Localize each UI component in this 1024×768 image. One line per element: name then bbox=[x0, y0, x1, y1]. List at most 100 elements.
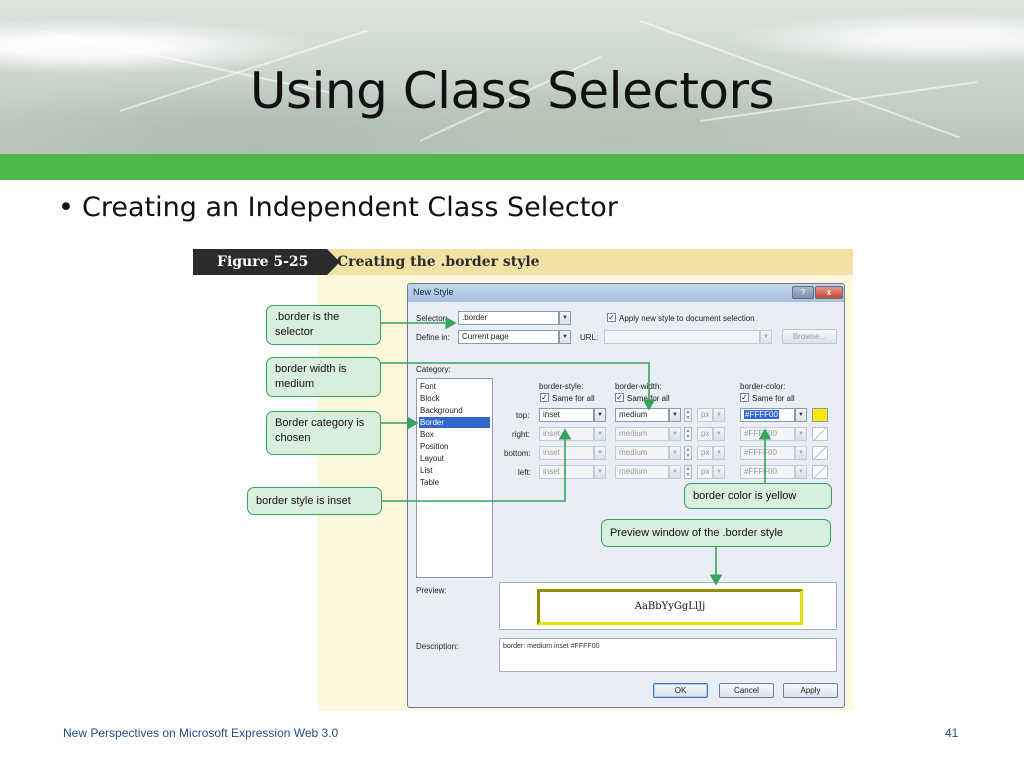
dialog-titlebar[interactable]: New Style ? x bbox=[408, 284, 844, 302]
selector-label: Selector: bbox=[416, 314, 448, 323]
category-item-layout[interactable]: Layout bbox=[420, 454, 445, 463]
callout-arrows bbox=[381, 316, 772, 586]
border-color-left-swatch[interactable] bbox=[812, 465, 828, 479]
preview-pane: AaBbYyGgLlJj bbox=[499, 582, 837, 630]
border-color-top-dropdown[interactable]: ▼ bbox=[795, 408, 807, 422]
category-item-block[interactable]: Block bbox=[420, 394, 440, 403]
category-label: Category: bbox=[416, 365, 451, 374]
callout-preview: Preview window of the .border style bbox=[601, 519, 831, 547]
border-width-top-unit-dropdown[interactable]: ▼ bbox=[713, 408, 725, 422]
border-width-right-dropdown[interactable]: ▼ bbox=[669, 427, 681, 441]
border-width-top-spinner[interactable]: ▲▼ bbox=[684, 408, 692, 422]
url-label: URL: bbox=[580, 333, 599, 342]
url-input[interactable] bbox=[604, 330, 760, 344]
url-dropdown-button[interactable]: ▼ bbox=[760, 330, 772, 344]
category-item-position[interactable]: Position bbox=[420, 442, 449, 451]
border-color-bottom-dropdown[interactable]: ▼ bbox=[795, 446, 807, 460]
side-label-left: left: bbox=[518, 468, 531, 477]
help-button[interactable]: ? bbox=[792, 286, 814, 299]
border-width-bottom-spinner[interactable]: ▲▼ bbox=[684, 446, 692, 460]
ok-button[interactable]: OK bbox=[653, 683, 708, 698]
border-width-top-input[interactable]: medium bbox=[615, 408, 669, 422]
arrow-border-style bbox=[382, 428, 572, 502]
border-width-top-unit[interactable]: px bbox=[697, 408, 713, 422]
preview-sample: AaBbYyGgLlJj bbox=[537, 589, 803, 625]
close-button[interactable]: x bbox=[815, 286, 843, 299]
color-same-for-all-label: Same for all bbox=[752, 394, 795, 403]
border-width-header: border-width: bbox=[615, 382, 662, 391]
side-label-bottom: bottom: bbox=[504, 449, 531, 458]
border-width-left-unit[interactable]: px bbox=[697, 465, 713, 479]
preview-label: Preview: bbox=[416, 586, 447, 595]
category-list[interactable]: Font Block Background Border Box Positio… bbox=[416, 378, 493, 578]
border-style-header: border-style: bbox=[539, 382, 584, 391]
apply-button[interactable]: Apply bbox=[783, 683, 838, 698]
border-color-top-value: #FFFF00 bbox=[744, 410, 779, 419]
callout-border-color: border color is yellow bbox=[684, 483, 832, 509]
new-style-dialog: New Style ? x Selector: .border ▼ ✓ Appl… bbox=[407, 283, 845, 708]
border-color-right-dropdown[interactable]: ▼ bbox=[795, 427, 807, 441]
style-same-for-all-label: Same for all bbox=[552, 394, 595, 403]
border-color-top-input[interactable]: #FFFF00 bbox=[740, 408, 795, 422]
border-width-left-dropdown[interactable]: ▼ bbox=[669, 465, 681, 479]
border-width-bottom-dropdown[interactable]: ▼ bbox=[669, 446, 681, 460]
style-same-for-all-checkbox[interactable]: ✓ bbox=[540, 393, 549, 402]
border-color-left-input[interactable]: #FFFF00 bbox=[740, 465, 795, 479]
border-width-right-input[interactable]: medium bbox=[615, 427, 669, 441]
apply-to-selection-checkbox[interactable]: ✓ bbox=[607, 313, 616, 322]
define-in-select[interactable]: Current page bbox=[458, 330, 559, 344]
border-width-left-unit-dropdown[interactable]: ▼ bbox=[713, 465, 725, 479]
figure-panel: Figure 5-25 Creating the .border style N… bbox=[193, 249, 853, 711]
callout-selector: .border is the selector bbox=[266, 305, 381, 345]
border-width-top-dropdown[interactable]: ▼ bbox=[669, 408, 681, 422]
arrow-border-width bbox=[381, 362, 656, 411]
page-number: 41 bbox=[945, 726, 959, 740]
border-color-left-dropdown[interactable]: ▼ bbox=[795, 465, 807, 479]
border-width-right-unit-dropdown[interactable]: ▼ bbox=[713, 427, 725, 441]
border-style-bottom-dropdown[interactable]: ▼ bbox=[594, 446, 606, 460]
category-item-background[interactable]: Background bbox=[420, 406, 463, 415]
border-style-top-dropdown[interactable]: ▼ bbox=[594, 408, 606, 422]
dialog-title: New Style bbox=[413, 287, 454, 297]
define-in-dropdown-button[interactable]: ▼ bbox=[559, 330, 571, 344]
category-item-border[interactable]: Border bbox=[419, 417, 490, 428]
border-style-top-select[interactable]: inset bbox=[539, 408, 594, 422]
browse-button[interactable]: Browse... bbox=[782, 329, 837, 344]
color-same-for-all-checkbox[interactable]: ✓ bbox=[740, 393, 749, 402]
define-in-label: Define in: bbox=[416, 333, 450, 342]
border-color-bottom-swatch[interactable] bbox=[812, 446, 828, 460]
border-width-left-spinner[interactable]: ▲▼ bbox=[684, 465, 692, 479]
border-style-bottom-select[interactable]: inset bbox=[539, 446, 594, 460]
category-item-box[interactable]: Box bbox=[420, 430, 434, 439]
description-text: border: medium inset #FFFF00 bbox=[499, 638, 837, 672]
border-width-bottom-input[interactable]: medium bbox=[615, 446, 669, 460]
border-width-left-input[interactable]: medium bbox=[615, 465, 669, 479]
footer-text: New Perspectives on Microsoft Expression… bbox=[63, 726, 339, 740]
description-label: Description: bbox=[416, 642, 459, 651]
selector-input[interactable]: .border bbox=[458, 311, 559, 325]
category-item-list[interactable]: List bbox=[420, 466, 433, 475]
figure-number: Figure 5-25 bbox=[193, 249, 340, 275]
border-color-header: border-color: bbox=[740, 382, 786, 391]
slide-title: Using Class Selectors bbox=[249, 62, 775, 120]
category-item-table[interactable]: Table bbox=[420, 478, 440, 487]
bullet-dot: • bbox=[58, 192, 74, 223]
border-style-left-select[interactable]: inset bbox=[539, 465, 594, 479]
cancel-button[interactable]: Cancel bbox=[719, 683, 774, 698]
border-width-right-spinner[interactable]: ▲▼ bbox=[684, 427, 692, 441]
side-label-top: top: bbox=[516, 411, 530, 420]
accent-bar bbox=[0, 154, 1024, 180]
border-width-right-unit[interactable]: px bbox=[697, 427, 713, 441]
border-width-bottom-unit[interactable]: px bbox=[697, 446, 713, 460]
border-width-bottom-unit-dropdown[interactable]: ▼ bbox=[713, 446, 725, 460]
border-color-right-swatch[interactable] bbox=[812, 427, 828, 441]
border-style-right-dropdown[interactable]: ▼ bbox=[594, 427, 606, 441]
apply-to-selection-label: Apply new style to document selection bbox=[619, 314, 755, 323]
border-style-left-dropdown[interactable]: ▼ bbox=[594, 465, 606, 479]
selector-dropdown-button[interactable]: ▼ bbox=[559, 311, 571, 325]
width-same-for-all-checkbox[interactable]: ✓ bbox=[615, 393, 624, 402]
header-banner bbox=[0, 0, 1024, 154]
category-item-font[interactable]: Font bbox=[420, 382, 437, 391]
border-color-top-swatch[interactable] bbox=[812, 408, 828, 422]
border-color-bottom-input[interactable]: #FFFF00 bbox=[740, 446, 795, 460]
